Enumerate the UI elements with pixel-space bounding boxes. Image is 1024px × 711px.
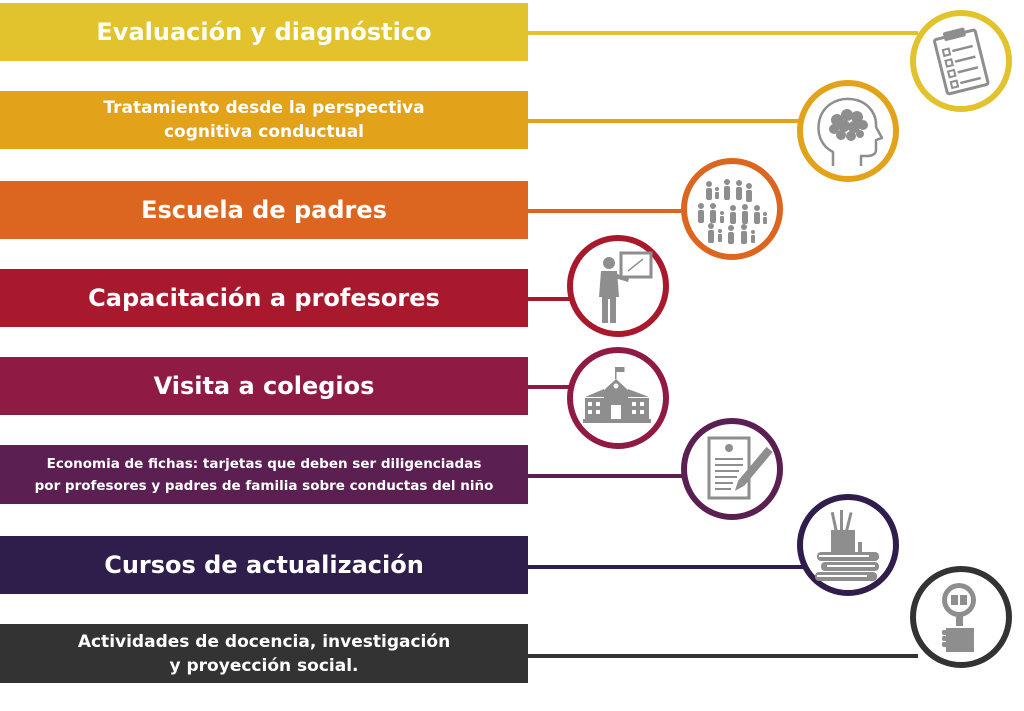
- band-activities-text-line2: y proyección social.: [169, 655, 359, 676]
- band-teacher-training: Capacitación a profesores: [0, 269, 528, 327]
- band-activities-text-line1: Actividades de docencia, investigación: [77, 631, 451, 652]
- band-parents-school: Escuela de padres: [0, 181, 528, 239]
- band-school-visits-text: Visita a colegios: [153, 372, 375, 400]
- connector-activities: [528, 654, 918, 658]
- circle-school-visits: [567, 347, 669, 449]
- circle-update-courses: [797, 494, 899, 596]
- band-update-courses-text: Cursos de actualización: [104, 551, 424, 579]
- brain-head-icon: [817, 97, 884, 166]
- circle-parents-school: [681, 158, 783, 260]
- connector-evaluation: [528, 31, 918, 35]
- connector-school-visits: [528, 385, 573, 389]
- band-treatment-text-line2: cognitiva conductual: [163, 122, 364, 142]
- magnifier-book-icon: [942, 583, 976, 652]
- band-update-courses: Cursos de actualización: [0, 536, 528, 594]
- band-teacher-training-text: Capacitación a profesores: [88, 284, 440, 312]
- connector-teacher-training: [528, 297, 573, 301]
- band-token-economy-text-line1: Economia de fichas: tarjetas que deben s…: [46, 455, 482, 472]
- band-treatment-text-line1: Tratamiento desde la perspectiva: [103, 98, 425, 118]
- band-activities: Actividades de docencia, investigación y…: [0, 624, 528, 683]
- connector-parents-school: [528, 209, 688, 213]
- circle-evaluation: [910, 10, 1012, 112]
- circle-token-economy: [681, 418, 783, 520]
- circle-treatment: [797, 80, 899, 182]
- band-parents-school-text: Escuela de padres: [141, 196, 387, 224]
- document-pen-icon: [707, 436, 773, 500]
- band-school-visits: Visita a colegios: [0, 357, 528, 415]
- band-token-economy-text-line2: por profesores y padres de familia sobre…: [34, 477, 494, 494]
- circle-teacher-training: [567, 235, 669, 337]
- books-pencils-icon: [815, 510, 879, 581]
- band-evaluation: Evaluación y diagnóstico: [0, 3, 528, 61]
- families-icon: [698, 179, 767, 244]
- clipboard-icon: [933, 27, 990, 96]
- band-treatment: Tratamiento desde la perspectiva cogniti…: [0, 91, 528, 149]
- teacher-board-icon: [599, 251, 653, 323]
- connector-update-courses: [528, 565, 804, 569]
- circle-activities: [910, 566, 1012, 668]
- band-evaluation-text: Evaluación y diagnóstico: [96, 18, 432, 46]
- connector-treatment: [528, 119, 804, 123]
- band-token-economy: Economia de fichas: tarjetas que deben s…: [0, 445, 528, 504]
- connector-token-economy: [528, 474, 688, 478]
- school-building-icon: [583, 367, 651, 423]
